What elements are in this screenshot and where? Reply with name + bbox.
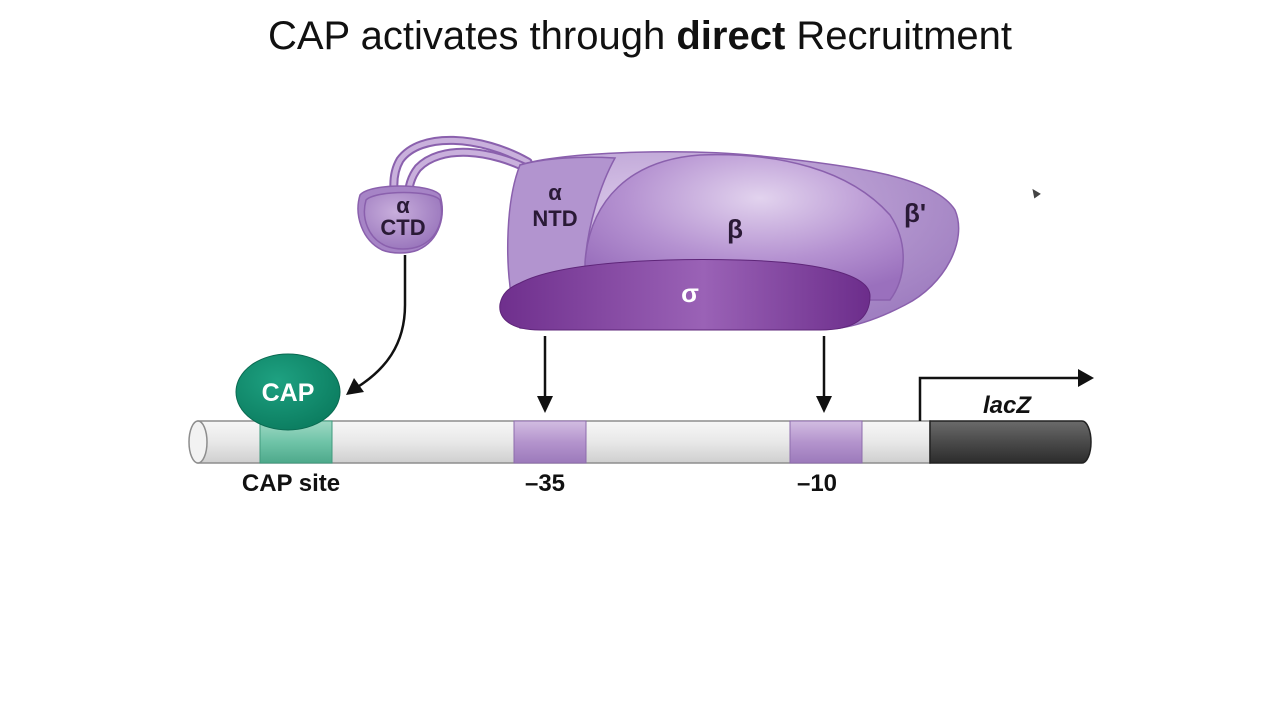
cap-body [235, 353, 341, 431]
alpha-ntd-subunit [507, 156, 617, 301]
page-title: CAP activates through direct Recruitment [0, 14, 1280, 59]
alpha-linker-inner [391, 137, 531, 201]
alpha-ctd-label-line1: α [396, 193, 410, 218]
minus10-label: –10 [797, 470, 837, 497]
interaction-arrows [346, 255, 832, 413]
alpha-ntd-label-line2: NTD [532, 206, 577, 231]
alpha-ctd-subunit [363, 191, 443, 250]
sigma-label: σ [681, 278, 699, 308]
lacz-label: lacZ [983, 392, 1032, 419]
ctd-to-cap-arrow [355, 255, 407, 390]
title-prefix: CAP activates through [267, 14, 677, 58]
beta-prime-label: β' [904, 198, 926, 228]
lacz-gene-segment [929, 420, 1092, 464]
sigma-to-minus10-arrowhead [816, 396, 832, 413]
transcription-start-arrowhead [1078, 369, 1094, 387]
title-bold-word: direct [676, 14, 786, 58]
title-suffix: Recruitment [785, 14, 1013, 58]
beta-label: β [727, 214, 743, 244]
minus10-box [789, 420, 863, 464]
dna-left-end [188, 420, 208, 464]
alpha-ntd-label-line1: α [548, 180, 562, 205]
sigma-to-minus35-arrowhead [537, 396, 553, 413]
minus35-label: –35 [525, 470, 565, 497]
cap-label: CAP [262, 379, 315, 407]
rna-polymerase: α CTD α NTD β β' σ [357, 135, 960, 331]
alpha-ctd-label-line2: CTD [380, 215, 425, 240]
cap-protein: CAP [235, 353, 341, 431]
cap-site-label: CAP site [242, 470, 340, 497]
transcription-start-line [918, 376, 1080, 421]
ctd-to-cap-arrowhead [346, 378, 364, 395]
sigma-subunit [499, 259, 871, 331]
minus35-box [513, 420, 587, 464]
